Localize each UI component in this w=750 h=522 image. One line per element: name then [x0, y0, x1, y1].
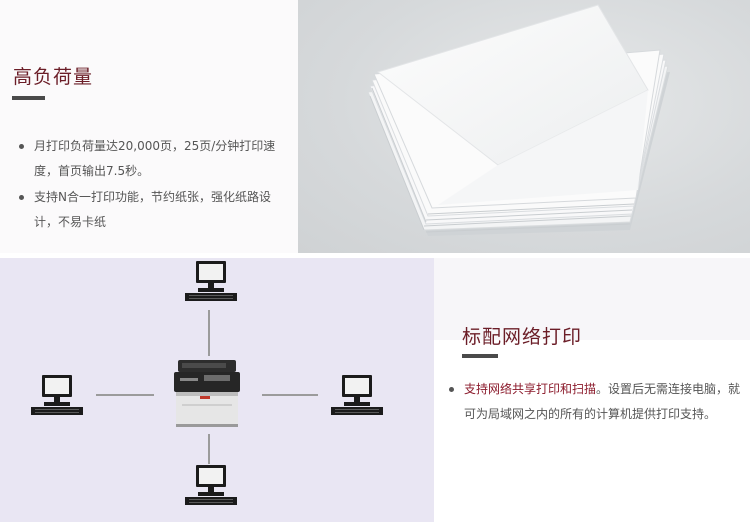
computer-icon: [30, 374, 84, 420]
high-load-bullets: 月打印负荷量达20,000页，25页/分钟打印速度，首页输出7.5秒。 支持N合…: [17, 134, 292, 236]
paper-stack-image: [298, 0, 750, 253]
connector-line-top: [208, 310, 210, 356]
connector-line-left: [96, 394, 154, 396]
connector-line-right: [262, 394, 318, 396]
bullet-network-share: 支持网络共享打印和扫描。设置后无需连接电脑，就可为局域网之内的所有的计算机提供打…: [447, 377, 747, 427]
top-section: [0, 0, 750, 253]
high-load-panel: [0, 0, 298, 253]
highlight-text: 支持网络共享打印和扫描: [464, 382, 597, 396]
computer-icon: [330, 374, 384, 420]
title-underline: [12, 96, 45, 100]
bullet-nup-print: 支持N合一打印功能，节约纸张，强化纸路设计，不易卡纸: [17, 185, 292, 235]
network-text-box: [434, 340, 750, 522]
title-underline: [462, 354, 498, 358]
bottom-section: [0, 258, 750, 522]
network-print-bullets: 支持网络共享打印和扫描。设置后无需连接电脑，就可为局域网之内的所有的计算机提供打…: [447, 377, 747, 427]
printer-icon: [170, 358, 244, 432]
high-load-title: 高负荷量: [13, 66, 94, 88]
paper-stack-drawing: [367, 4, 670, 236]
bullet-text: 。设置后无需连接电脑，就可为局域网之内的所有的计算机提供打印支持。: [464, 382, 741, 421]
connector-line-bottom: [208, 434, 210, 464]
network-diagram: [0, 258, 434, 522]
computer-icon: [184, 464, 238, 510]
network-print-title: 标配网络打印: [462, 326, 583, 348]
bullet-load-speed: 月打印负荷量达20,000页，25页/分钟打印速度，首页输出7.5秒。: [17, 134, 292, 184]
computer-icon: [184, 260, 238, 306]
